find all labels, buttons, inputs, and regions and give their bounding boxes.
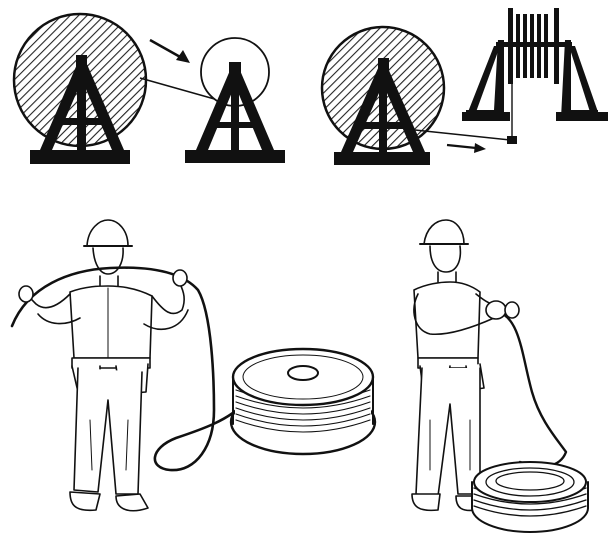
worker-coiling-cable (412, 220, 588, 532)
reel-to-reel-transfer (14, 14, 285, 164)
hard-hat-icon (84, 220, 132, 246)
hatched-reel-stand-icon (14, 14, 146, 164)
cable-coil-icon (472, 462, 588, 532)
worker-uncoiling-from-reel (12, 220, 375, 511)
spooler-frame-icon (462, 8, 608, 144)
hatched-reel-stand-icon (322, 27, 444, 165)
hard-hat-icon (420, 220, 468, 244)
direction-arrow-icon (447, 143, 486, 153)
open-reel-stand-icon (185, 38, 285, 163)
direction-arrow-icon (150, 40, 190, 63)
cable-reel-icon (231, 349, 375, 454)
reel-to-spooler-transfer (322, 8, 608, 165)
